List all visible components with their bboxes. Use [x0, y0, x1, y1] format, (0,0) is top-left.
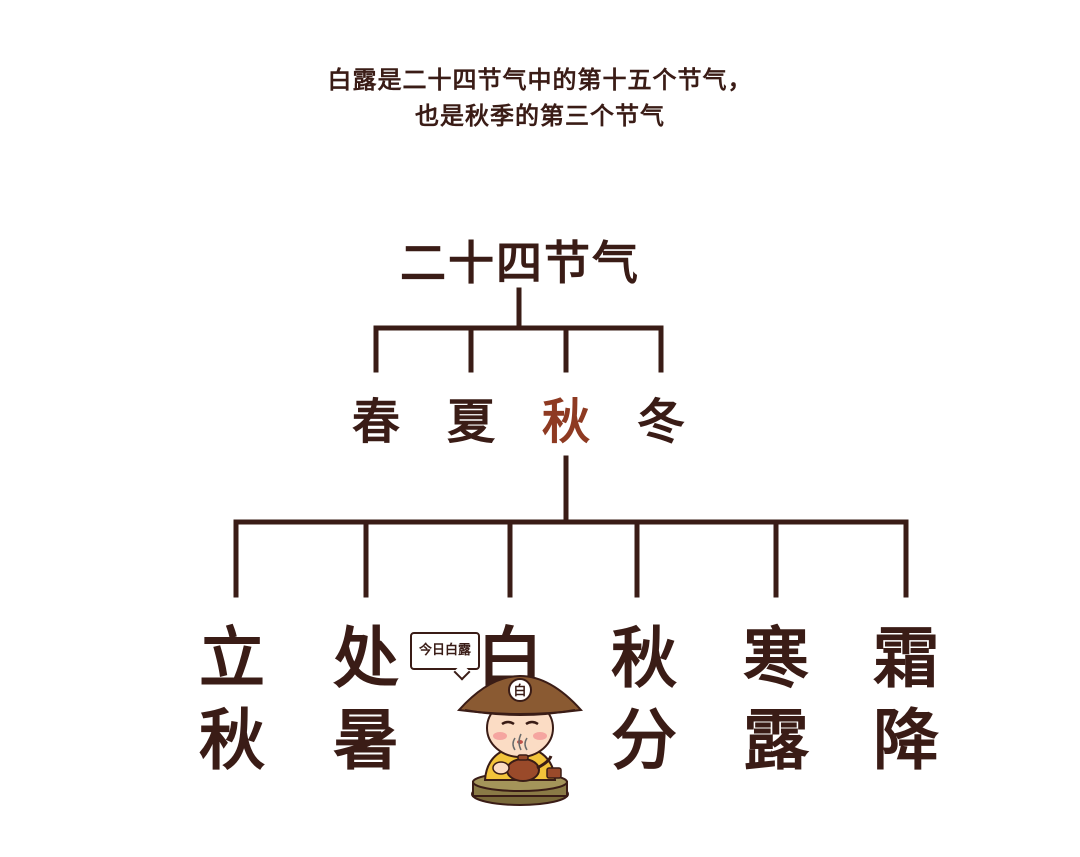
term-liqiu-top: 立 — [199, 620, 265, 697]
term-qiufen-bottom: 分 — [611, 702, 677, 779]
root-label: 二十四节气 — [400, 236, 640, 290]
mascot-illustration: 白 — [456, 675, 584, 806]
term-chushu: 处 暑 — [316, 618, 416, 782]
intro-line-2: 也是秋季的第三个节气 — [415, 102, 665, 130]
term-liqiu-bottom: 秋 — [199, 702, 265, 779]
term-shuangjiang-bottom: 降 — [873, 702, 939, 779]
intro-line-1: 白露是二十四节气中的第十五个节气， — [327, 66, 753, 94]
term-hanlu-top: 寒 — [743, 620, 809, 697]
season-autumn: 秋 — [541, 394, 590, 450]
term-qiufen: 秋 分 — [594, 618, 694, 782]
term-chushu-bottom: 暑 — [333, 702, 399, 779]
season-winter: 冬 — [636, 394, 685, 450]
speech-bubble: 今日白露 — [410, 632, 480, 670]
term-liqiu: 立 秋 — [182, 618, 282, 782]
term-shuangjiang-top: 霜 — [873, 620, 939, 697]
term-shuangjiang: 霜 降 — [856, 618, 956, 782]
season-spring: 春 — [351, 394, 400, 450]
term-hanlu: 寒 露 — [726, 618, 826, 782]
season-summer: 夏 — [446, 394, 495, 450]
term-qiufen-top: 秋 — [611, 620, 677, 697]
term-chushu-top: 处 — [333, 620, 399, 697]
term-hanlu-bottom: 露 — [743, 702, 809, 779]
mascot-hat-text: 白 — [513, 683, 526, 699]
intro-text: 白露是二十四节气中的第十五个节气， 也是秋季的第三个节气 — [0, 62, 1080, 134]
